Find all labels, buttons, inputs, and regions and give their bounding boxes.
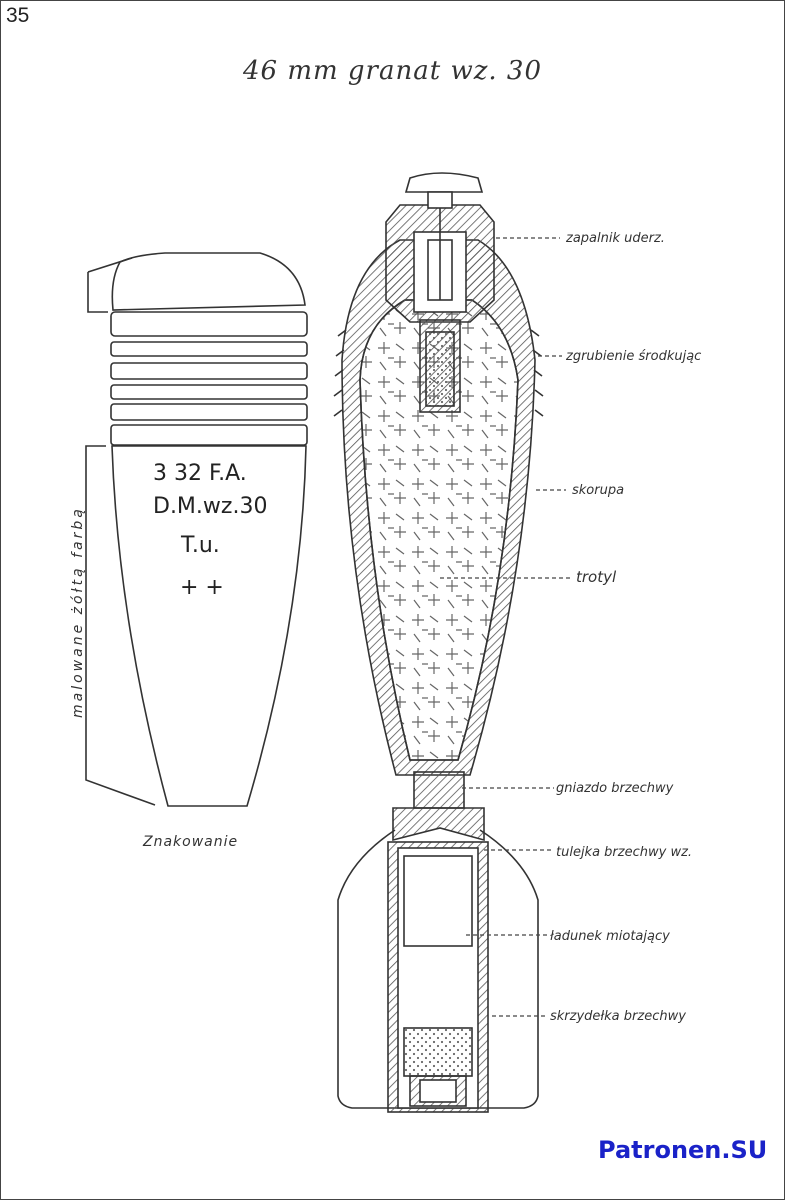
label-centering-band: zgrubienie środkując — [565, 349, 701, 364]
stamp-line-1: 3 32 F.A. — [153, 461, 247, 486]
stamp-line-4: + + — [180, 575, 224, 600]
label-tnt: trotyl — [576, 568, 617, 586]
page-number: 35 — [6, 4, 30, 27]
label-fuze: zapalnik uderz. — [565, 231, 665, 246]
stamp-line-3: T.u. — [180, 533, 220, 558]
stamp-line-2: D.M.wz.30 — [153, 494, 267, 519]
label-tail-socket: gniazdo brzechwy — [556, 781, 674, 796]
label-propellant: ładunek miotający — [550, 929, 670, 944]
stamp-marking: 3 32 F.A. D.M.wz.30 T.u. + + — [153, 461, 267, 600]
sectional-view — [333, 172, 544, 1113]
marking-view — [85, 252, 308, 807]
painted-note: malowane żółtą farbą — [70, 506, 86, 718]
marking-caption: Znakowanie — [142, 834, 238, 850]
label-shell: skorupa — [572, 483, 624, 498]
label-tail-fins: skrzydełka brzechwy — [550, 1009, 686, 1024]
leader-lines — [440, 237, 570, 1017]
label-tail-tube: tulejka brzechwy wz. — [556, 845, 692, 860]
page-title: 46 mm granat wz. 30 — [242, 56, 543, 86]
watermark-logo: Patronen.SU — [598, 1136, 768, 1164]
